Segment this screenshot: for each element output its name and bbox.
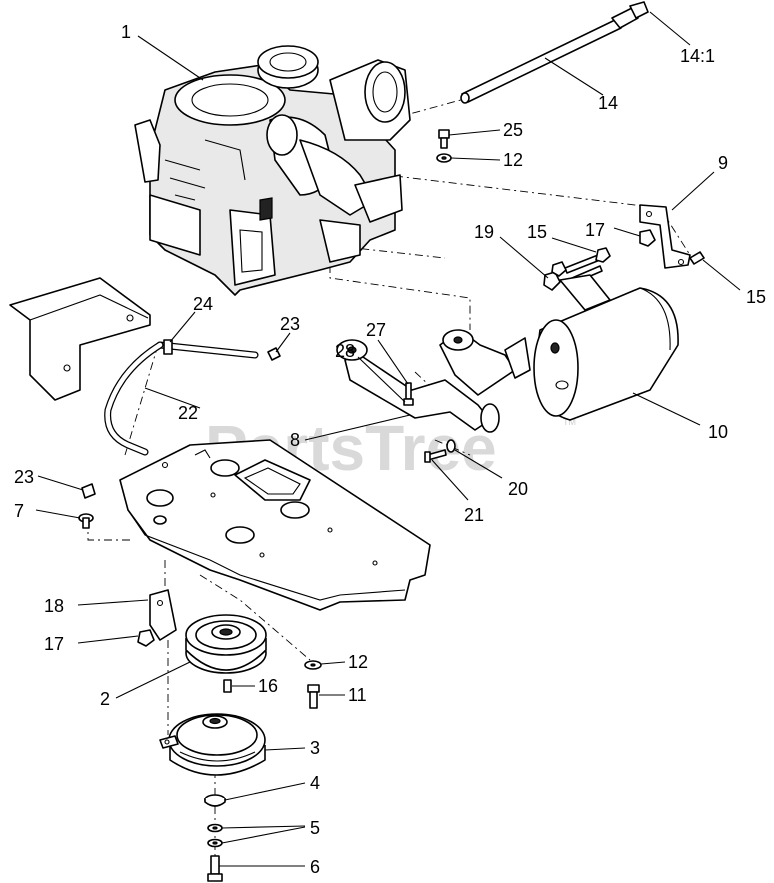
leader-27 bbox=[377, 339, 409, 385]
callout-10: 10 bbox=[708, 422, 728, 442]
leader-14-1 bbox=[649, 11, 691, 46]
leader-8 bbox=[304, 414, 411, 441]
callout-8: 8 bbox=[290, 430, 300, 450]
fuel-hose bbox=[104, 341, 259, 456]
callout-14-1: 14:1 bbox=[680, 46, 715, 66]
leader-12a bbox=[450, 157, 501, 161]
callout-9: 9 bbox=[718, 153, 728, 173]
callout-14: 14 bbox=[598, 93, 618, 113]
callout-20: 20 bbox=[508, 479, 528, 499]
hose-clamp-23-lower bbox=[81, 483, 96, 499]
bolt-6 bbox=[207, 855, 223, 882]
leader-15a bbox=[551, 237, 597, 253]
spacer-4 bbox=[204, 794, 226, 807]
electric-clutch bbox=[159, 713, 266, 776]
leader-22 bbox=[144, 387, 201, 409]
leader-2 bbox=[115, 661, 191, 699]
bolt-11 bbox=[307, 684, 320, 709]
washers-5 bbox=[207, 823, 223, 848]
nut-19 bbox=[543, 261, 567, 291]
pulley bbox=[185, 614, 267, 674]
clutch-bracket-18 bbox=[149, 589, 177, 641]
engine-assembly bbox=[134, 45, 411, 296]
nut-17-lower bbox=[137, 629, 155, 647]
callout-15b: 15 bbox=[746, 287, 766, 307]
callout-18: 18 bbox=[44, 596, 64, 616]
muffler bbox=[533, 287, 679, 421]
callout-15a: 15 bbox=[527, 222, 547, 242]
callout-23b: 23 bbox=[14, 467, 34, 487]
washer-12-top bbox=[436, 153, 452, 163]
key-16 bbox=[223, 679, 232, 693]
leader-14 bbox=[544, 57, 604, 96]
callout-2: 2 bbox=[100, 689, 110, 709]
engine-deck-plate bbox=[119, 439, 431, 611]
leader-17b bbox=[77, 635, 139, 644]
leader-10 bbox=[632, 392, 701, 426]
leader-9 bbox=[671, 171, 715, 211]
leader-19 bbox=[499, 236, 549, 279]
callout-4: 4 bbox=[310, 773, 320, 793]
leader-12b bbox=[320, 661, 346, 665]
leader-23a bbox=[275, 332, 291, 353]
callout-16: 16 bbox=[258, 676, 278, 696]
leader-4 bbox=[224, 782, 306, 801]
leader-3 bbox=[264, 747, 306, 751]
nut-17-upper bbox=[639, 229, 656, 247]
bolt-15-right bbox=[689, 251, 705, 265]
leader-20 bbox=[454, 449, 503, 479]
callout-3: 3 bbox=[310, 738, 320, 758]
hose-clamp-24 bbox=[163, 339, 173, 355]
exhaust-pipe bbox=[336, 329, 531, 433]
stud-27 bbox=[405, 382, 412, 400]
muffler-bracket bbox=[639, 204, 691, 269]
callout-22: 22 bbox=[178, 403, 198, 423]
callout-7: 7 bbox=[14, 501, 24, 521]
leader-24 bbox=[169, 311, 196, 343]
callout-1: 1 bbox=[121, 22, 131, 42]
callout-11: 11 bbox=[348, 685, 367, 705]
leader-25 bbox=[448, 129, 501, 136]
washer-20 bbox=[446, 439, 456, 453]
callout-24: 24 bbox=[193, 294, 213, 314]
callout-21: 21 bbox=[464, 505, 484, 525]
callout-19: 19 bbox=[474, 222, 494, 242]
bolt-15-upper bbox=[564, 247, 611, 274]
leader-21 bbox=[431, 459, 469, 501]
leader-5a bbox=[221, 825, 306, 829]
bolt-7 bbox=[78, 513, 94, 529]
heat-shield bbox=[9, 277, 151, 401]
watermark-trademark: TM bbox=[563, 417, 576, 427]
callout-17b: 17 bbox=[44, 634, 64, 654]
bolt-21 bbox=[424, 449, 447, 463]
leader-1 bbox=[137, 35, 204, 81]
callout-27: 27 bbox=[366, 320, 386, 340]
callout-12b: 12 bbox=[348, 652, 368, 672]
leader-15b bbox=[702, 259, 741, 291]
callout-25: 25 bbox=[503, 120, 523, 140]
callout-12a: 12 bbox=[503, 150, 523, 170]
leader-17a bbox=[613, 227, 641, 237]
bolt-25 bbox=[438, 129, 450, 149]
callout-17a: 17 bbox=[585, 220, 605, 240]
leader-23b bbox=[37, 475, 84, 491]
callout-6: 6 bbox=[310, 857, 320, 877]
leader-5b bbox=[221, 826, 306, 844]
dipstick-tube bbox=[460, 1, 649, 104]
leader-7 bbox=[35, 509, 81, 519]
callout-5: 5 bbox=[310, 818, 320, 838]
leader-28 bbox=[357, 356, 406, 403]
callout-28: 28 bbox=[335, 341, 355, 361]
washer-12-lower bbox=[304, 660, 322, 670]
nut-28 bbox=[403, 398, 414, 406]
callout-23a: 23 bbox=[280, 314, 300, 334]
leader-18 bbox=[77, 599, 149, 606]
